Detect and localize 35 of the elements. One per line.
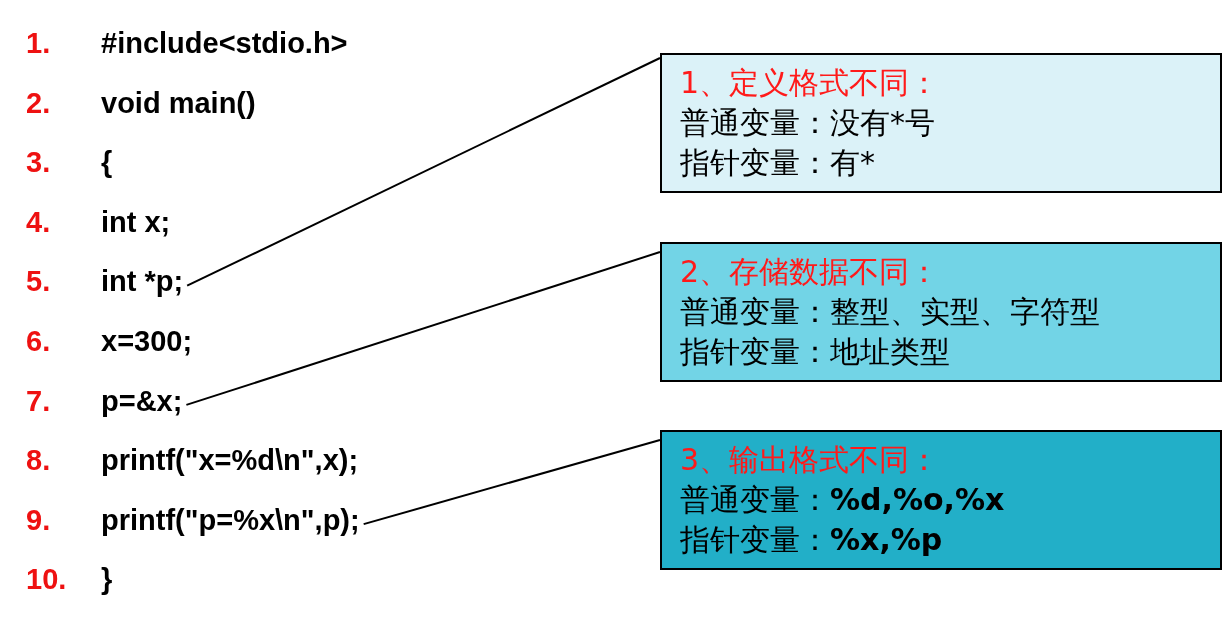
code-line: { (101, 145, 113, 181)
box-text: 普通变量：整型、实型、字符型 (680, 293, 1101, 331)
note-box (660, 242, 1222, 382)
code-line: int *p; (101, 263, 184, 300)
line-number: 6. (26, 324, 51, 359)
line-number: 8. (26, 443, 51, 479)
code-line: printf("p=%x\n",p); (101, 501, 360, 538)
line-number: 2. (26, 85, 51, 121)
line-number: 3. (26, 145, 51, 181)
box-text: 指针变量：%x,%p (680, 521, 944, 559)
box-text: 指针变量：地址类型 (680, 333, 951, 371)
box-text: 普通变量：没有*号 (680, 104, 936, 142)
box-text: 普通变量：%d,%o,%x (680, 481, 1006, 519)
code-line: p=&x; (101, 382, 183, 419)
line-number: 10. (26, 562, 67, 598)
code-line: } (101, 562, 113, 598)
code-line: x=300; (101, 324, 193, 359)
box-heading: 2、存储数据不同： (680, 253, 941, 291)
line-number: 5. (26, 264, 51, 300)
code-line: printf("x=%d\n",x); (101, 443, 359, 479)
note-box (660, 430, 1222, 570)
line-number: 4. (26, 204, 51, 240)
line-number: 9. (26, 502, 51, 538)
box-heading: 3、输出格式不同： (680, 441, 941, 479)
leader-line (362, 439, 661, 526)
leader-line (186, 57, 661, 287)
line-number: 1. (26, 26, 51, 61)
note-box (660, 53, 1222, 193)
code-line: #include<stdio.h> (101, 26, 348, 61)
code-line: void main() (101, 85, 256, 121)
code-line: int x; (101, 204, 171, 240)
box-heading: 1、定义格式不同： (680, 64, 941, 102)
leader-line (185, 251, 661, 406)
line-number: 7. (26, 383, 51, 419)
box-text: 指针变量：有* (680, 144, 876, 182)
